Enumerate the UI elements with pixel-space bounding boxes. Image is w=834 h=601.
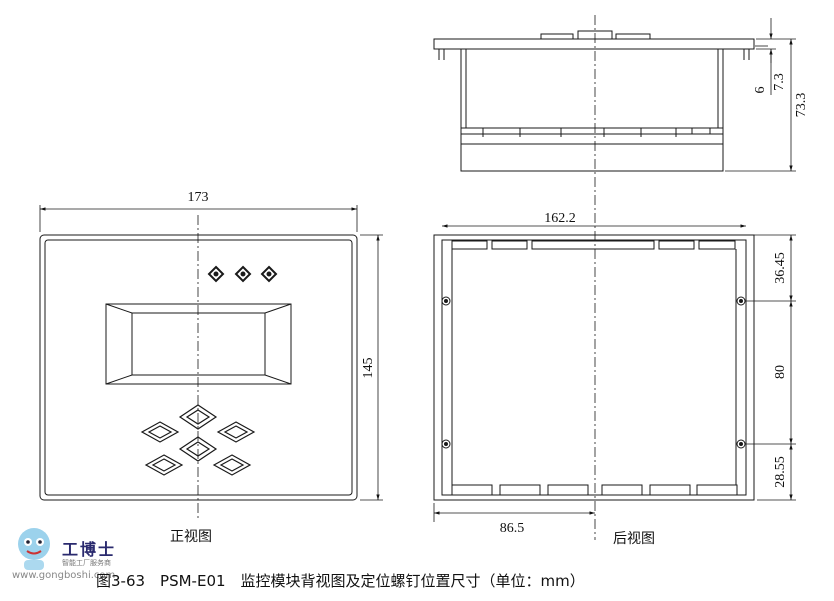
back-view-label: 后视图 [613, 531, 655, 547]
screw-holes [441, 296, 746, 449]
mascot-icon [18, 528, 50, 570]
front-width-dim: 173 [188, 190, 209, 205]
hole-spacing-dim: 80 [773, 365, 788, 379]
back-width-dim: 162.2 [544, 211, 576, 226]
watermark-subtitle: 智能工厂服务商 [62, 559, 111, 567]
watermark-brand: 工博士 [62, 540, 117, 559]
side-view [433, 15, 796, 540]
lcd-window [105, 303, 292, 385]
side-flange-dim: 6 [753, 87, 768, 94]
side-body [460, 48, 724, 172]
front-height-dim: 145 [361, 358, 376, 379]
front-view [39, 205, 383, 520]
watermark: 工博士 智能工厂服务商 www.gongboshi.com [6, 520, 136, 590]
back-half-width-dim: 86.5 [500, 521, 525, 536]
top-hole-offset-dim: 36.45 [773, 252, 788, 284]
side-step-dim: 7.3 [772, 73, 787, 91]
figure-caption: 图3-63 PSM-E01 监控模块背视图及定位螺钉位置尺寸（单位：mm） [96, 572, 585, 590]
indicator-lights [207, 265, 278, 283]
front-view-label: 正视图 [170, 529, 212, 545]
front-panel-outer [39, 234, 358, 501]
front-panel-inner [44, 239, 353, 496]
keypad [140, 404, 256, 476]
side-depth-dim: 73.3 [794, 93, 809, 118]
watermark-url: www.gongboshi.com [12, 570, 116, 581]
bottom-hole-offset-dim: 28.55 [773, 456, 788, 488]
back-outer [433, 234, 755, 501]
side-flange [433, 38, 755, 50]
back-view [433, 224, 796, 522]
